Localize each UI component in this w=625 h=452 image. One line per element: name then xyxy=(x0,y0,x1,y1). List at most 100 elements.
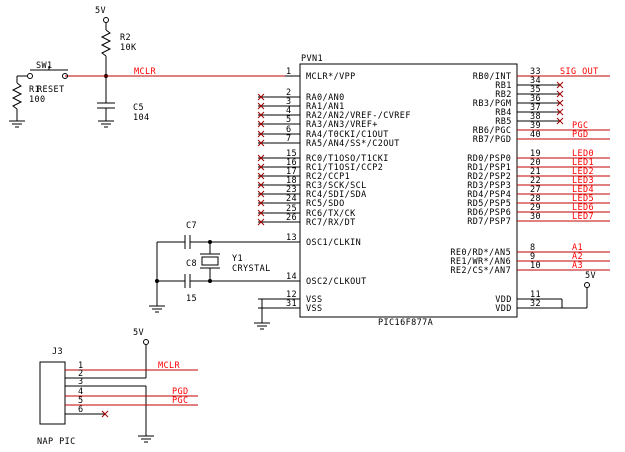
pin-number: 29 xyxy=(530,203,541,213)
vdd-5v-label: 5V xyxy=(585,271,596,281)
mclr-net-label: MCLR xyxy=(134,67,157,77)
pin-number: 21 xyxy=(530,167,541,177)
sw1-name: RESET xyxy=(37,85,65,95)
pin-name: RD0/PSP0 xyxy=(467,154,511,164)
r2-resistor xyxy=(100,29,112,57)
no-connect-mark xyxy=(257,199,265,207)
pin-name: RC4/SDI/SDA xyxy=(306,190,367,200)
pin-number: 14 xyxy=(286,272,297,282)
pin-number: 23 xyxy=(286,185,297,195)
pin-name: RA5/AN4/SS*/C2OUT xyxy=(306,139,400,149)
pin-name: RA2/AN2/VREF-/CVREF xyxy=(306,111,411,121)
oscillator-circuit: C7 C8 15 Y1 CRYSTAL xyxy=(149,221,285,313)
pin-number: 25 xyxy=(286,204,297,214)
pin-number: 30 xyxy=(530,212,541,222)
no-connect-mark xyxy=(257,163,265,171)
net-label: LED1 xyxy=(572,158,594,168)
r1-value: 100 xyxy=(29,95,46,105)
r1-ref: R1 xyxy=(29,85,40,95)
net-label: LED0 xyxy=(572,149,594,159)
pin-number: 6 xyxy=(78,405,84,415)
ic-part: PIC16F877A xyxy=(378,318,433,328)
pin-number: 33 xyxy=(530,67,541,77)
j3-pin: 3 xyxy=(65,377,146,387)
j3-vcc-terminal xyxy=(143,339,149,345)
pin-number: 1 xyxy=(78,361,84,371)
y1-ref: Y1 xyxy=(232,254,243,264)
pin-number: 38 xyxy=(530,112,541,122)
pin-name: RB0/INT xyxy=(473,72,512,82)
pin-number: 32 xyxy=(530,299,541,309)
net-label: PGC xyxy=(172,396,189,406)
pin-name: VDD xyxy=(495,295,512,305)
ic-body xyxy=(299,63,518,318)
pin-name: VSS xyxy=(306,295,323,305)
net-label: A3 xyxy=(572,261,583,271)
pin-name: RC2/CCP1 xyxy=(306,172,350,182)
no-connect-mark xyxy=(101,410,109,418)
pin-name: VSS xyxy=(306,304,323,314)
pin-name: MCLR*/VPP xyxy=(306,72,356,82)
r1-resistor xyxy=(11,82,23,110)
pin-name: RD2/PSP2 xyxy=(467,172,511,182)
j3-pin: 2 xyxy=(65,369,146,379)
sw1-contact-left xyxy=(27,73,33,79)
net-label: PGD xyxy=(172,387,189,397)
r2-ref: R2 xyxy=(120,33,131,43)
vdd-supply: 5V xyxy=(545,271,596,309)
net-label: LED4 xyxy=(572,185,594,195)
net-label: LED3 xyxy=(572,176,594,186)
no-connect-mark xyxy=(257,139,265,147)
pin-name: RD4/PSP4 xyxy=(467,190,511,200)
pin-name: OSC1/CLKIN xyxy=(306,238,361,248)
net-label: A1 xyxy=(572,243,583,253)
pin-name: RE1/WR*/AN6 xyxy=(450,257,511,267)
no-connect-mark xyxy=(257,102,265,110)
pin-number: 4 xyxy=(286,106,292,116)
net-label: PGD xyxy=(572,130,589,140)
pin-name: RC7/RX/DT xyxy=(306,218,356,228)
pin-number: 31 xyxy=(286,299,297,309)
pin-number: 36 xyxy=(530,94,541,104)
no-connect-mark xyxy=(257,154,265,162)
pin-name: VDD xyxy=(495,304,512,314)
pin-name: RB1 xyxy=(495,81,512,91)
pin-name: RB2 xyxy=(495,90,512,100)
j3-ref: J3 xyxy=(52,347,63,357)
pin-number: 2 xyxy=(78,369,84,379)
net-label: LED2 xyxy=(572,167,594,177)
pin-number: 12 xyxy=(286,290,297,300)
pin-number: 5 xyxy=(286,115,292,125)
c8-ref: C8 xyxy=(186,259,197,269)
pin-number: 16 xyxy=(286,158,297,168)
pin-number: 10 xyxy=(530,261,541,271)
pin-number: 22 xyxy=(530,176,541,186)
no-connect-mark xyxy=(257,111,265,119)
reset-circuit: 5V R2 10K MCLR C5 104 SW1 R1 RESET 100 xyxy=(9,6,285,128)
j3-body xyxy=(39,361,66,425)
j3-vcc-label: 5V xyxy=(133,328,144,338)
vdd-5v-terminal xyxy=(584,282,590,288)
pin-name: RA4/T0CKI/C1OUT xyxy=(306,130,389,140)
